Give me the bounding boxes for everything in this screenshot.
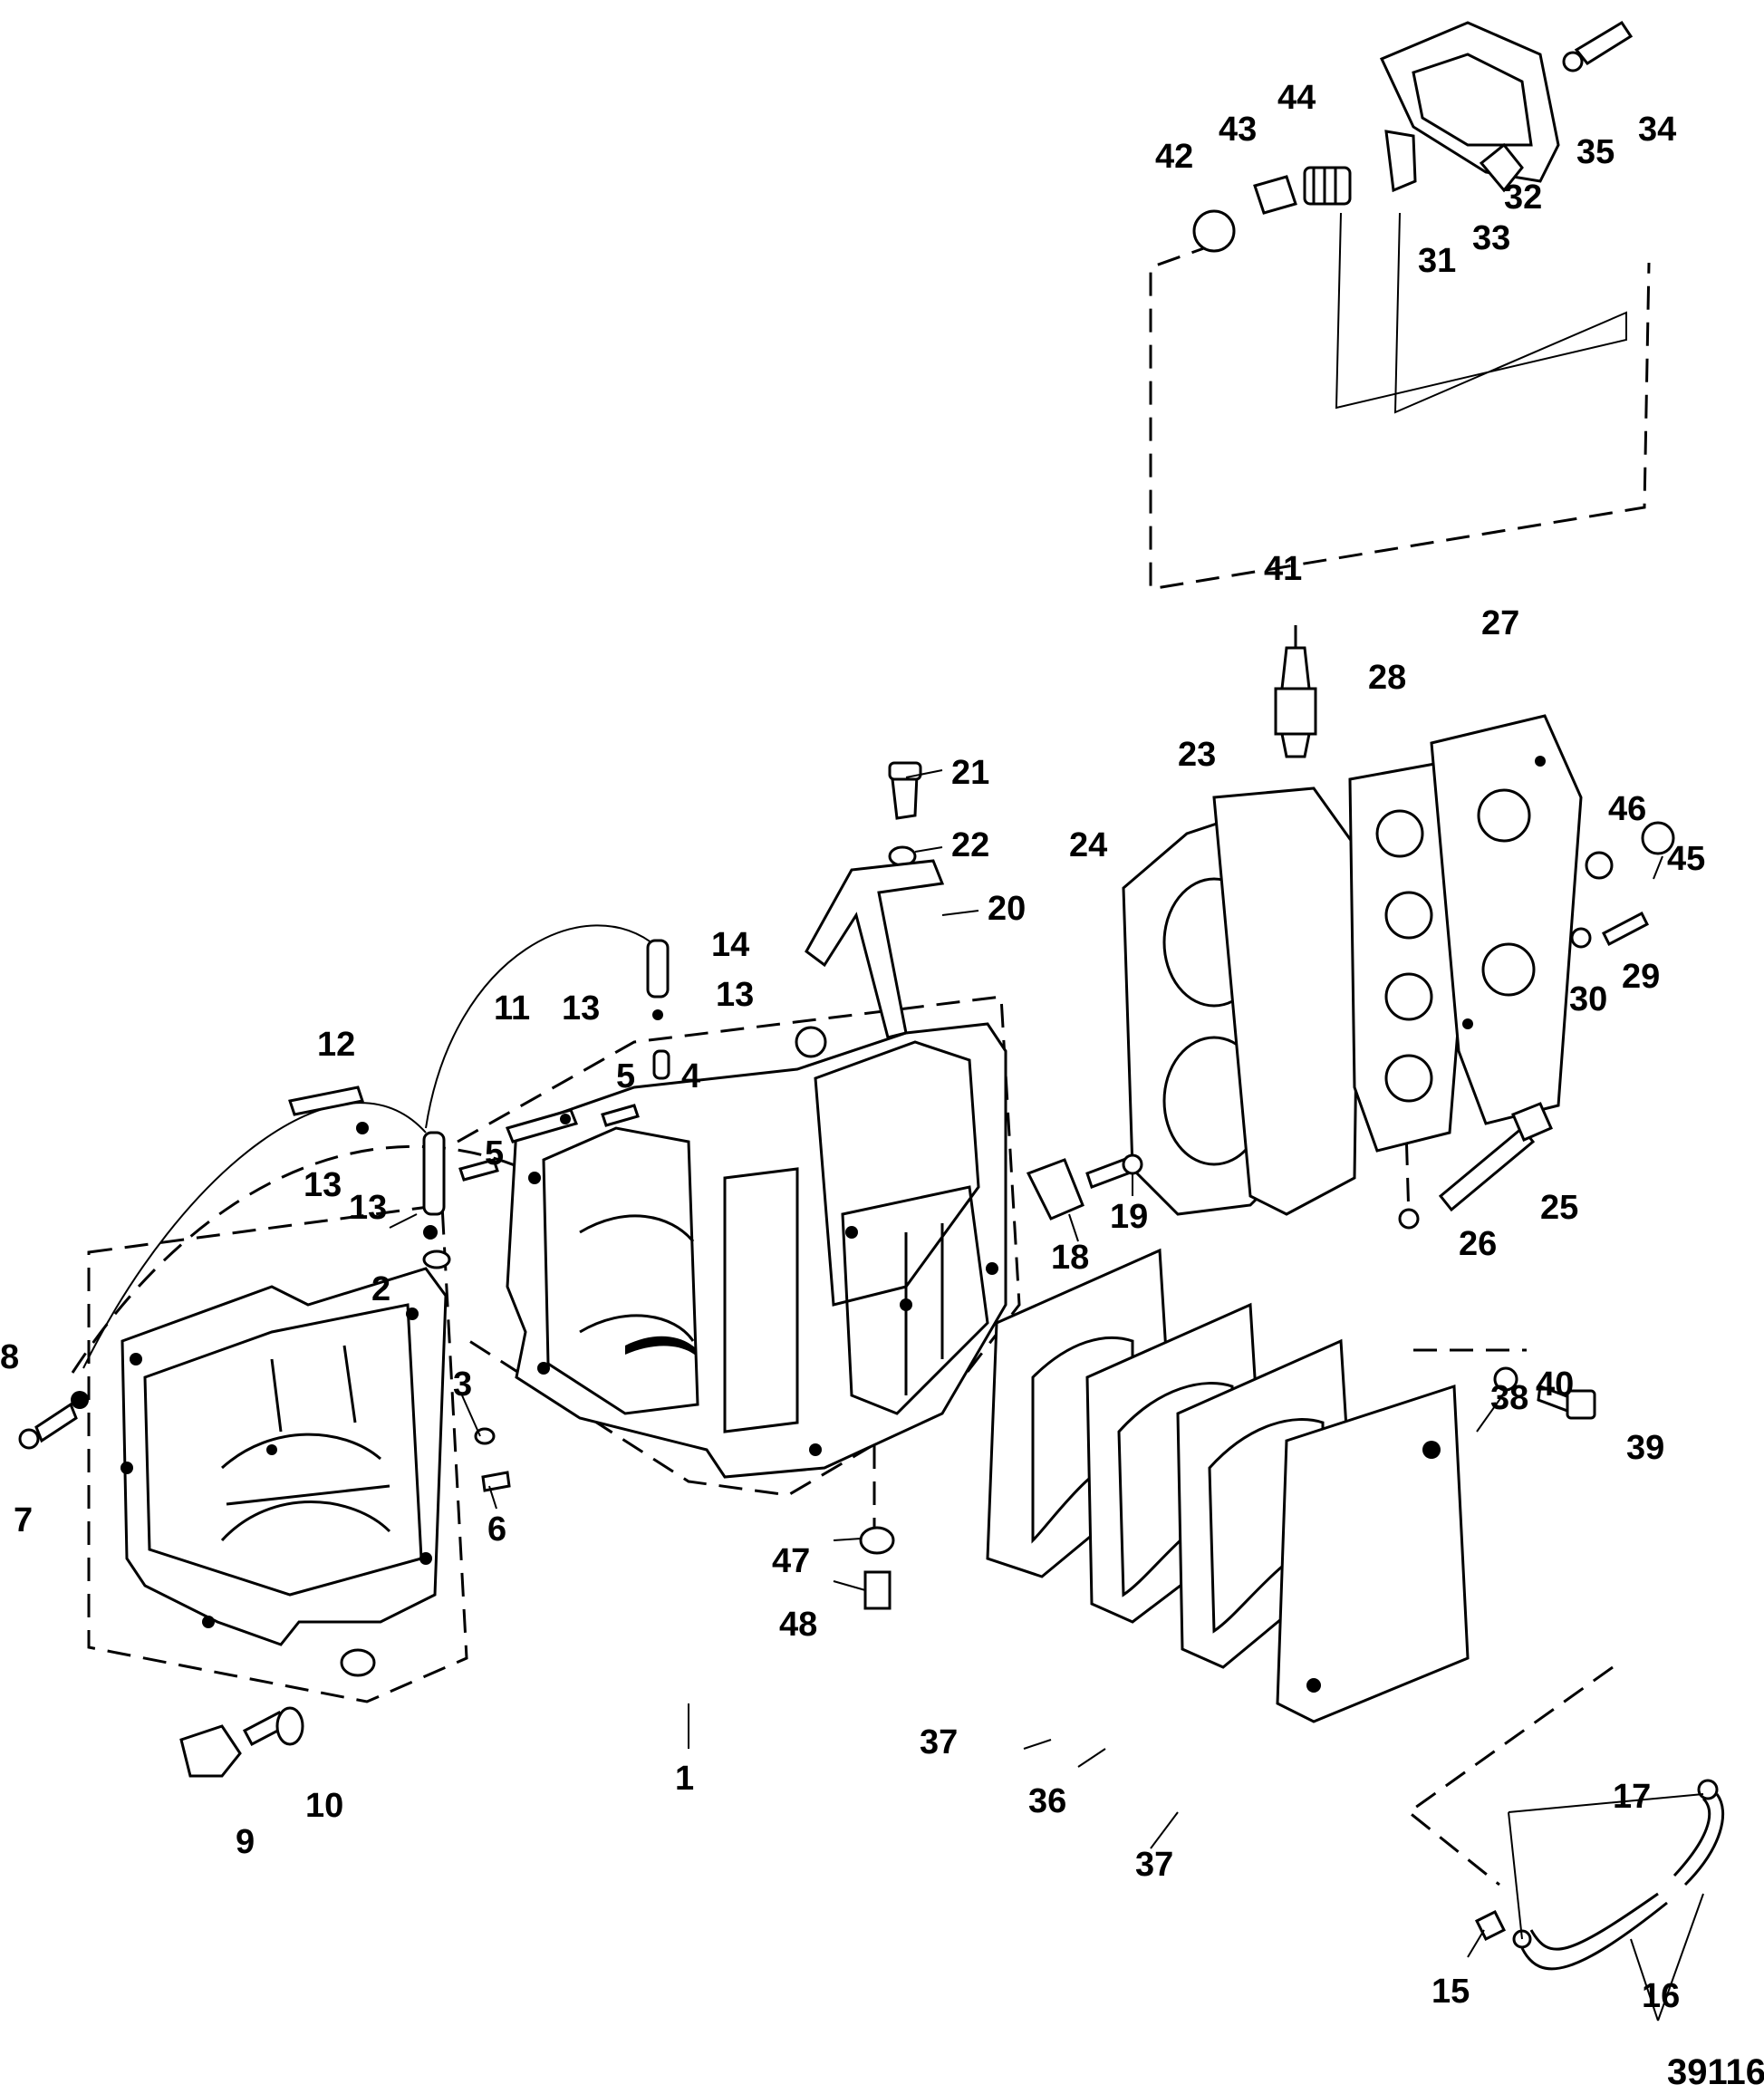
label-43: 43	[1219, 111, 1257, 149]
label-2: 2	[371, 1270, 390, 1308]
label-47: 47	[772, 1542, 810, 1580]
label-5b: 5	[485, 1134, 504, 1172]
label-42: 42	[1155, 138, 1193, 176]
label-8: 8	[0, 1338, 19, 1376]
label-6: 6	[487, 1510, 506, 1549]
label-1: 1	[675, 1760, 694, 1798]
label-21: 21	[951, 754, 989, 792]
label-45: 45	[1667, 840, 1705, 878]
label-20: 20	[988, 890, 1026, 928]
figure-number: 39116	[1667, 2052, 1764, 2092]
label-13c: 13	[562, 989, 600, 1028]
label-19: 19	[1110, 1198, 1148, 1236]
label-13b: 13	[349, 1189, 387, 1227]
label-28: 28	[1368, 659, 1406, 697]
label-32: 32	[1504, 179, 1542, 217]
label-12: 12	[317, 1026, 355, 1064]
label-11: 11	[494, 989, 530, 1028]
cylinder-block	[506, 1022, 1007, 1479]
label-40: 40	[1536, 1365, 1574, 1404]
thermostat-assembly	[1192, 20, 1634, 253]
label-39: 39	[1626, 1429, 1664, 1467]
label-30: 30	[1569, 980, 1607, 1018]
crankcase-cover	[120, 1267, 448, 1677]
leader-lines	[389, 769, 1704, 2022]
label-46: 46	[1608, 790, 1646, 828]
exhaust-gaskets	[986, 1248, 1470, 1723]
part-labels: 1 2 3 4 5 5 6 7 8 9 10 11 12 13 13 13 13…	[0, 79, 1764, 2092]
spark-plug	[1274, 625, 1317, 758]
label-15: 15	[1431, 1973, 1470, 2011]
cylinder-head	[1122, 714, 1583, 1216]
label-38: 38	[1490, 1379, 1528, 1417]
label-48: 48	[779, 1606, 817, 1644]
label-14: 14	[711, 926, 749, 964]
assembly-dashed-lines	[71, 212, 1651, 1887]
label-22: 22	[951, 826, 989, 864]
label-4: 4	[681, 1057, 700, 1095]
label-10: 10	[305, 1787, 343, 1825]
label-34: 34	[1638, 111, 1676, 149]
label-18: 18	[1051, 1239, 1089, 1277]
label-3: 3	[453, 1365, 472, 1404]
label-24: 24	[1069, 826, 1107, 864]
label-27: 27	[1481, 604, 1519, 642]
label-37b: 37	[1135, 1846, 1173, 1884]
label-31: 31	[1418, 242, 1456, 280]
label-35: 35	[1576, 133, 1615, 171]
label-23: 23	[1178, 736, 1216, 774]
label-44: 44	[1277, 79, 1316, 117]
label-9: 9	[236, 1823, 255, 1861]
label-5a: 5	[616, 1057, 635, 1095]
hardware	[18, 761, 1724, 1971]
label-25: 25	[1540, 1189, 1578, 1227]
label-16: 16	[1642, 1977, 1680, 2015]
label-33: 33	[1472, 219, 1510, 257]
label-26: 26	[1459, 1225, 1497, 1263]
label-13a: 13	[304, 1166, 342, 1204]
label-13d: 13	[716, 976, 754, 1014]
label-37a: 37	[920, 1723, 958, 1761]
label-41: 41	[1264, 550, 1302, 588]
label-29: 29	[1622, 958, 1660, 996]
label-36: 36	[1028, 1782, 1066, 1820]
label-7: 7	[14, 1501, 33, 1539]
label-17: 17	[1613, 1778, 1651, 1816]
